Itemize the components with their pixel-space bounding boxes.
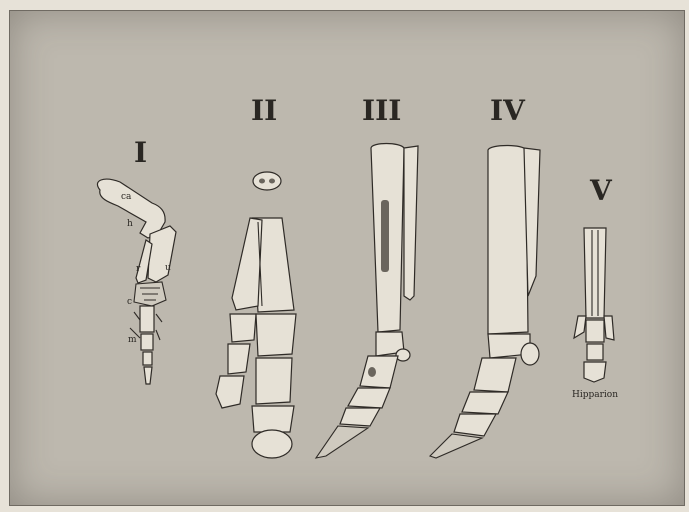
- figure-ii-bone-section: [253, 172, 281, 190]
- figure-iv-coronet: [462, 392, 508, 414]
- figure-i-metacarpal: [140, 306, 154, 332]
- figure-v: V Hipparion: [572, 174, 618, 400]
- figure-iii-pastern: [360, 356, 398, 388]
- figure-i-letter-r: r: [136, 264, 141, 274]
- figure-i-letter-u: u: [165, 263, 171, 273]
- figure-iii-pastern-shade: [368, 367, 376, 377]
- figure-v-hoof: [584, 362, 606, 382]
- figure-ii-left-phalanx-3: [216, 376, 244, 408]
- roman-label-i: I: [134, 136, 147, 169]
- figure-iii-splint-bone: [404, 146, 418, 300]
- figure-i-letter-c: c: [127, 297, 132, 307]
- roman-label-ii: II: [251, 94, 277, 127]
- figure-ii-hoof: [252, 430, 292, 458]
- roman-label-v: V: [589, 174, 613, 207]
- figure-iv-cannon-bone: [488, 146, 528, 335]
- figure-iv-pastern: [474, 358, 516, 392]
- figure-iii-shading: [381, 200, 389, 272]
- figure-ii-side-metapodial: [232, 218, 262, 310]
- figure-i: I ca h r u c m: [97, 136, 176, 384]
- figure-v-cannon-bone: [584, 228, 606, 318]
- figure-v-right-toe: [604, 316, 614, 340]
- figure-iv: IV: [430, 94, 540, 458]
- figure-ii: II: [216, 94, 296, 458]
- figure-i-phalanx-2: [143, 352, 152, 365]
- figure-ii-right-phalanx-2: [256, 358, 292, 404]
- figure-i-letter-h: h: [127, 219, 133, 229]
- figure-v-pastern: [586, 320, 604, 342]
- figure-iii-coronet: [348, 388, 390, 408]
- figure-iii-hoof: [316, 426, 368, 458]
- figure-i-phalanx-1: [141, 334, 153, 350]
- figure-i-letter-ca: ca: [121, 192, 132, 202]
- figure-iv-sesamoid: [521, 343, 539, 365]
- figure-i-upper-bone: [97, 179, 165, 238]
- figure-iii-phalanx-3: [340, 408, 380, 426]
- roman-label-iv: IV: [490, 94, 526, 127]
- figure-v-coronet: [587, 344, 603, 360]
- figure-ii-left-phalanx-2: [228, 344, 250, 374]
- figure-ii-section-dot-1: [259, 179, 265, 184]
- figure-iii: III: [316, 94, 418, 458]
- figure-i-letter-m: m: [128, 335, 137, 345]
- figure-v-left-toe: [574, 316, 586, 338]
- figure-ii-left-phalanx-1: [230, 314, 256, 342]
- figure-v-caption: Hipparion: [572, 390, 618, 400]
- figure-iv-hoof: [430, 434, 482, 458]
- figure-ii-right-phalanx-3: [252, 406, 294, 432]
- figure-i-forearm-bone: [148, 226, 176, 282]
- figure-iv-phalanx-3: [454, 414, 496, 436]
- figure-ii-right-phalanx-1: [256, 314, 296, 356]
- roman-label-iii: III: [362, 94, 401, 127]
- figure-iii-sesamoid: [396, 349, 410, 361]
- figure-ii-section-dot-2: [269, 179, 275, 184]
- figure-i-phalanx-3: [144, 367, 152, 384]
